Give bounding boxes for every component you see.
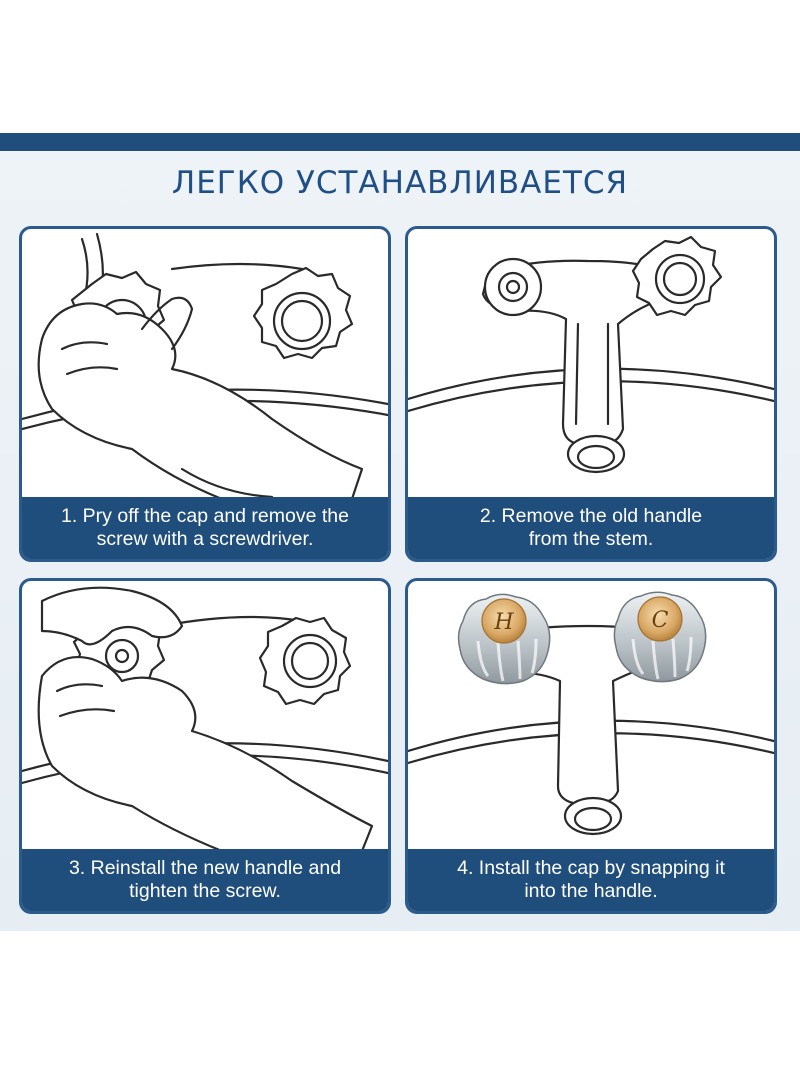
step-4-caption: 4. Install the cap by snapping it into t… xyxy=(408,849,774,911)
step-panel-2: 2. Remove the old handle from the stem. xyxy=(405,226,777,562)
step-panel-1: 1. Pry off the cap and remove the screw … xyxy=(19,226,391,562)
step-2-caption: 2. Remove the old handle from the stem. xyxy=(408,497,774,559)
hot-knob: H xyxy=(457,593,551,685)
step-3-caption-line-1: 3. Reinstall the new handle and xyxy=(68,857,342,879)
step-3-caption-line-2: tighten the screw. xyxy=(129,880,281,902)
header-band xyxy=(0,133,800,151)
step-panel-4: H C 4. Install the cap by snapping it in… xyxy=(405,578,777,914)
step-4-caption-line-2: into the handle. xyxy=(524,880,658,902)
step-1-caption: 1. Pry off the cap and remove the screw … xyxy=(22,497,388,559)
step-1-caption-line-2: screw with a screwdriver. xyxy=(96,528,314,550)
step-panel-3: 3. Reinstall the new handle and tighten … xyxy=(19,578,391,914)
step-2-caption-line-2: from the stem. xyxy=(528,528,654,550)
step-1-caption-line-1: 1. Pry off the cap and remove the xyxy=(61,505,349,527)
cold-letter: C xyxy=(652,608,669,633)
page-title: ЛЕГКО УСТАНАВЛИВАЕТСЯ xyxy=(171,165,629,201)
step-4-illustration: H C xyxy=(408,591,774,836)
step-4-caption-line-1: 4. Install the cap by snapping it xyxy=(457,857,725,879)
step-2-caption-line-1: 2. Remove the old handle xyxy=(479,505,703,527)
step-3-caption: 3. Reinstall the new handle and tighten … xyxy=(22,849,388,911)
step-2-illustration xyxy=(408,235,774,474)
cold-knob: C xyxy=(613,591,707,683)
step-3-illustration xyxy=(22,586,388,851)
hot-letter: H xyxy=(493,610,514,635)
step-1-illustration xyxy=(22,232,388,499)
